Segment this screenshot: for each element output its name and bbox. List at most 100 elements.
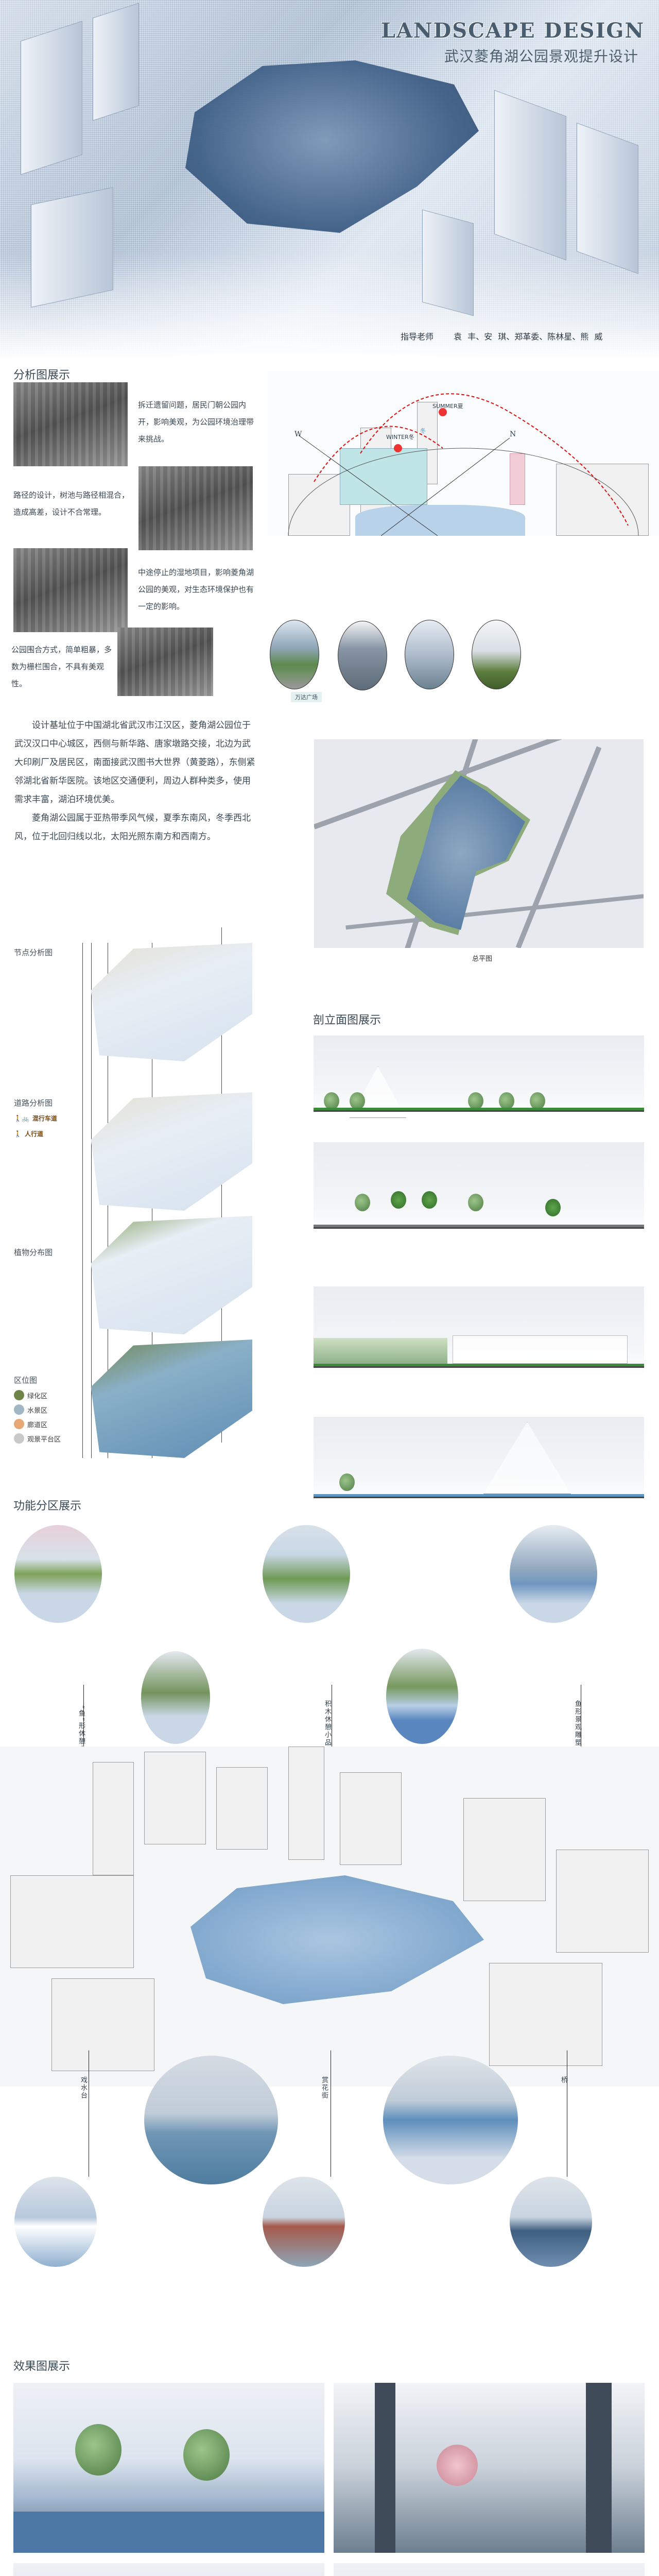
surrounding-photo: [405, 620, 454, 689]
section-title-renders: 效果图展示: [13, 2360, 71, 2373]
tree: [350, 1092, 365, 1110]
site-photo-fence: [117, 628, 213, 696]
site-note: 中途停止的湿地项目，影响菱角湖公园的美观，对生态环境保护也有一定的影响。: [138, 568, 254, 611]
tree: [355, 1194, 370, 1211]
master-plan: [314, 739, 644, 948]
walk-bike-icon: 🚶🚲: [14, 1114, 29, 1122]
building-block: [288, 1747, 324, 1860]
legend-label: 观景平台区: [27, 1435, 61, 1444]
tree: [468, 1092, 483, 1110]
road: [515, 746, 602, 948]
site-note: 路径的设计，树池与路径相混合，造成高差，设计不合常理。: [13, 490, 130, 517]
zone-photo: [383, 2056, 518, 2184]
zone-photo: [263, 1525, 350, 1623]
platform-zone-swatch: [14, 1433, 24, 1444]
legend-label: 廊道区: [27, 1421, 48, 1429]
surrounding-photo: [472, 620, 521, 689]
site-photo-residences: [13, 382, 128, 466]
zone-axonometric-map: [0, 1747, 659, 2087]
ground-line: [314, 1494, 644, 1498]
section-elevation-4: [314, 1417, 644, 1504]
legend-item-platform: 观景平台区: [14, 1433, 61, 1444]
zone-label: 鱼形景观雕塑: [574, 1700, 581, 1747]
plant-distribution-title: 植物分布图: [14, 1248, 53, 1257]
glass-pyramid: [483, 1422, 571, 1494]
render-lawn-steps: [334, 2563, 645, 2576]
building-illustration: [31, 187, 113, 308]
advisors-names: 袁 丰、安 琪、郑革委、陈林星、熊 威: [454, 332, 603, 342]
description-paragraph: 设计基址位于中国湖北省武汉市江汉区，菱角湖公园位于武汉汉口中心城区，西侧与新华路…: [14, 720, 255, 805]
section-title-zones: 功能分区展示: [13, 1500, 82, 1513]
site-note: 公园围合方式，简单粗暴，多数为栅栏围合，不具有美观性。: [11, 645, 112, 688]
building-block: [144, 1752, 206, 1844]
tree: [422, 1191, 437, 1209]
building-block: [93, 1762, 134, 1875]
zone-photo: [144, 2056, 278, 2184]
building-block: [489, 1963, 602, 2066]
building-illustration: [93, 3, 139, 121]
water: [13, 2512, 324, 2553]
site-photo-wetland: [13, 548, 128, 632]
pillar: [375, 2383, 395, 2553]
road-analysis-title: 道路分析图: [14, 1098, 53, 1108]
zone-label: 积木休憩小品: [323, 1700, 331, 1747]
corridor-zone-swatch: [14, 1419, 24, 1429]
wind-label: 冬: [420, 428, 426, 434]
legend-label: 混行车道: [32, 1115, 57, 1122]
zone-legend: 绿化区 水景区 廊道区 观景平台区: [14, 1390, 61, 1444]
surrounding-photo: [270, 620, 319, 689]
pedestrian-icon: 🚶: [14, 1130, 22, 1138]
section-elevation-3: [314, 1286, 644, 1377]
tree: [530, 1092, 545, 1110]
compass-w: W: [294, 430, 302, 438]
tree: [183, 2429, 230, 2481]
section-title-analysis: 分析图展示: [13, 369, 71, 382]
site-note: 拆迁遗留问题，居民门朝公园内开，影响美观，为公园环境治理带来挑战。: [138, 400, 254, 444]
render-waterfront-seating: [13, 2383, 324, 2553]
sun-arcs: [288, 393, 639, 536]
cherry-tree: [437, 2445, 478, 2486]
ground-line: [314, 1108, 644, 1112]
master-plan-caption: 总平图: [472, 955, 493, 963]
advisors-line: 指导老师 袁 丰、安 琪、郑革委、陈林星、熊 威: [401, 330, 602, 342]
zone-label: 戏水台: [79, 2076, 87, 2099]
advisors-label: 指导老师: [401, 332, 434, 342]
description-paragraph: 菱角湖公园属于亚热带季风气候，夏季东南风，冬季西北风，位于北回归线以北，太阳光照…: [14, 813, 251, 842]
building-illustration: [494, 90, 566, 261]
legend-label: 水景区: [27, 1406, 48, 1415]
section-elevation-1: [314, 1036, 644, 1118]
building-block: [510, 453, 525, 505]
tree: [468, 1194, 483, 1211]
site-photo-path: [138, 466, 253, 550]
lake: [190, 1875, 484, 2004]
zone-photo: [510, 1525, 597, 1623]
building-illustration: [21, 21, 82, 175]
winter-label: WINTER冬: [386, 434, 414, 440]
zone-photo: [386, 1649, 458, 1744]
title-en: LANDSCAPE DESIGN: [380, 19, 645, 43]
zone-photo: [510, 2177, 592, 2267]
pavilion: [453, 1335, 628, 1364]
tree: [339, 1473, 355, 1491]
lake-shape: [355, 505, 525, 536]
compass-n: N: [510, 430, 516, 438]
zone-label: 赏花街: [320, 2076, 328, 2099]
zone-photo: [14, 1525, 102, 1623]
ground-line: [314, 1364, 644, 1368]
tree: [545, 1199, 561, 1216]
tree: [75, 2424, 122, 2476]
surrounding-label: 万达广场: [291, 692, 322, 702]
zone-photo: [263, 2177, 345, 2267]
tree: [391, 1191, 406, 1209]
building-block: [340, 1772, 402, 1865]
building-block: [216, 1767, 268, 1850]
building-block: [51, 1978, 154, 2071]
ground-line: [314, 1225, 644, 1229]
building-illustration: [577, 123, 638, 274]
pillar: [586, 2383, 612, 2553]
water-zone-swatch: [14, 1404, 24, 1415]
sun-path-diagram: SUMMER夏 WINTER冬 冬 W N: [268, 371, 659, 536]
node-analysis-title: 节点分析图: [14, 948, 53, 957]
section-elevation-2: [314, 1142, 644, 1235]
legend-mixed-lane: 🚶🚲 混行车道: [14, 1114, 57, 1123]
